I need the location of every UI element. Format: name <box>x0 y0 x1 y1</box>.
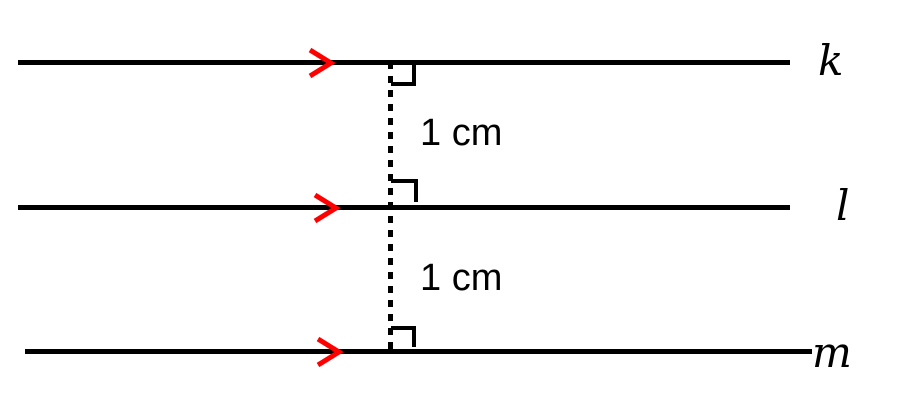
right-angle-icon <box>391 65 416 86</box>
perpendicular-dotted-line <box>388 62 393 352</box>
parallel-arrow-stroke <box>316 336 344 368</box>
distance-label-top: 1 cm <box>420 112 503 154</box>
distance-label-bottom: 1 cm <box>420 257 503 299</box>
line-k <box>18 60 790 65</box>
line-m <box>25 349 812 354</box>
parallel-arrow-icon <box>316 336 344 368</box>
parallel-arrow-icon <box>313 192 341 224</box>
parallel-arrow-stroke <box>308 47 336 79</box>
line-label-m: m <box>812 328 852 377</box>
line-label-l: l <box>836 181 850 230</box>
parallel-arrow-stroke <box>313 192 341 224</box>
line-l <box>18 205 790 210</box>
line-label-k: k <box>818 36 844 85</box>
right-angle-icon <box>391 326 416 347</box>
parallel-arrow-icon <box>308 47 336 79</box>
right-angle-icon <box>391 179 418 202</box>
